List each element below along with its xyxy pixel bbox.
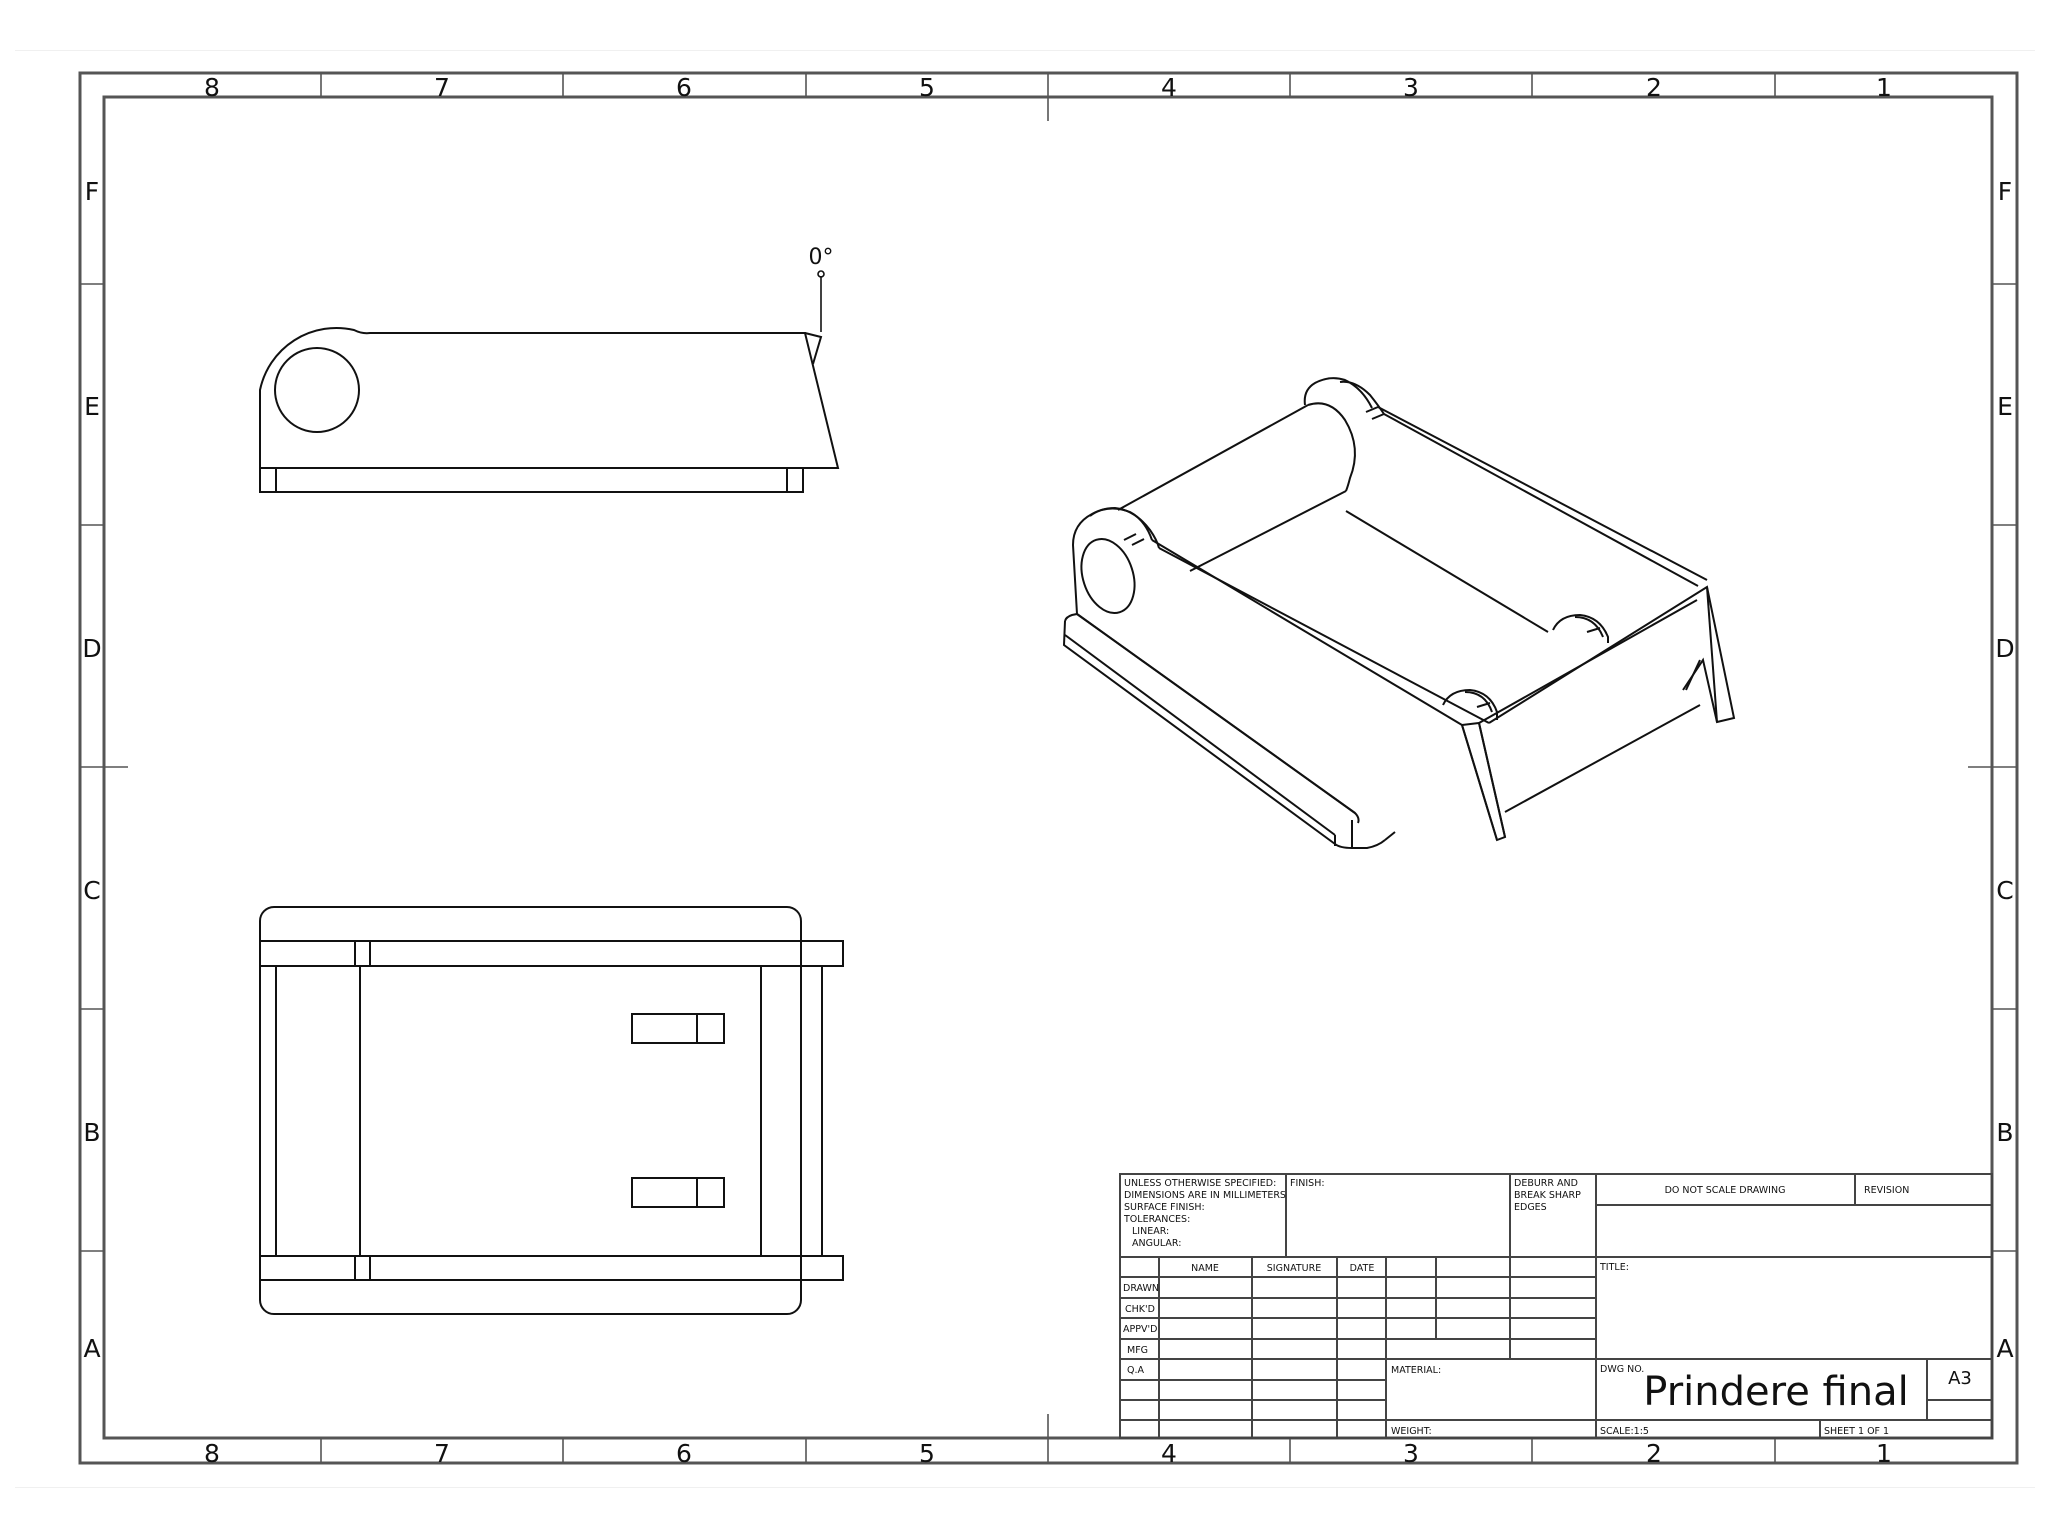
general-notes-line4: TOLERANCES: [1123, 1214, 1190, 1225]
zone-col-3: 3 [1403, 73, 1419, 102]
do-not-scale-label: DO NOT SCALE DRAWING [1665, 1185, 1786, 1196]
signoff-row-approved: APPV'D [1123, 1324, 1157, 1335]
dwg-no-value: Prindere final [1643, 1369, 1908, 1415]
signoff-row-checked: CHK'D [1125, 1304, 1155, 1315]
zone-row-d-right: D [1995, 634, 2014, 663]
zone-col-2: 2 [1646, 73, 1662, 102]
drawing-frame [78, 71, 2019, 1465]
zone-col-8-bottom: 8 [204, 1439, 220, 1468]
zone-col-1: 1 [1876, 73, 1892, 102]
angle-annotation: 0° [809, 245, 834, 270]
sheet-count: SHEET 1 OF 1 [1824, 1426, 1889, 1437]
zone-row-f: F [85, 177, 99, 206]
signoff-row-qa: Q.A [1127, 1365, 1144, 1376]
scale-label: SCALE:1:5 [1600, 1426, 1649, 1437]
zone-row-b: B [83, 1118, 100, 1147]
zone-row-c-right: C [1996, 876, 2013, 905]
material-label: MATERIAL: [1391, 1365, 1441, 1376]
zone-labels-right: F E D C B A [1995, 177, 2014, 1363]
zone-row-b-right: B [1996, 1118, 2013, 1147]
page-separator-top [15, 50, 2035, 51]
weight-label: WEIGHT: [1391, 1426, 1432, 1437]
top-view[interactable] [259, 906, 844, 1315]
zone-row-a-right: A [1996, 1334, 2013, 1363]
general-notes-line2: DIMENSIONS ARE IN MILLIMETERS [1124, 1190, 1286, 1201]
general-notes-line5: LINEAR: [1132, 1226, 1169, 1237]
signoff-header-signature: SIGNATURE [1267, 1263, 1321, 1274]
zone-col-5-bottom: 5 [919, 1439, 935, 1468]
deburr-line2: BREAK SHARP [1514, 1190, 1581, 1201]
signoff-row-mfg: MFG [1127, 1345, 1148, 1356]
zone-row-c: C [83, 876, 100, 905]
page-separator-bottom [15, 1487, 2035, 1488]
zone-col-6: 6 [676, 73, 692, 102]
signoff-row-drawn: DRAWN [1123, 1283, 1159, 1294]
zone-labels-left: F E D C B A [82, 177, 101, 1363]
revision-label: REVISION [1864, 1185, 1909, 1196]
general-notes-line3: SURFACE FINISH: [1124, 1202, 1205, 1213]
signoff-header-date: DATE [1350, 1263, 1375, 1274]
isometric-view[interactable] [1062, 377, 1736, 849]
zone-labels-top: 8 7 6 5 4 3 2 1 [204, 73, 1892, 102]
zone-row-f-right: F [1998, 177, 2012, 206]
side-view[interactable]: 0° [259, 245, 840, 493]
zone-row-e-right: E [1997, 392, 2013, 421]
deburr-line1: DEBURR AND [1514, 1178, 1578, 1189]
zone-col-1-bottom: 1 [1876, 1439, 1892, 1468]
zone-col-3-bottom: 3 [1403, 1439, 1419, 1468]
zone-row-a: A [83, 1334, 100, 1363]
zone-row-d: D [82, 634, 101, 663]
sheet-size: A3 [1948, 1368, 1972, 1389]
zone-row-e: E [84, 392, 100, 421]
finish-label: FINISH: [1290, 1178, 1325, 1189]
zone-col-5: 5 [919, 73, 935, 102]
title-block: UNLESS OTHERWISE SPECIFIED: DIMENSIONS A… [1119, 1173, 1993, 1439]
title-label: TITLE: [1599, 1262, 1629, 1273]
zone-col-2-bottom: 2 [1646, 1439, 1662, 1468]
zone-col-7-bottom: 7 [434, 1439, 450, 1468]
general-notes-line1: UNLESS OTHERWISE SPECIFIED: [1124, 1178, 1276, 1189]
zone-col-6-bottom: 6 [676, 1439, 692, 1468]
zone-col-4-bottom: 4 [1161, 1439, 1177, 1468]
signoff-header-name: NAME [1191, 1263, 1219, 1274]
zone-col-7: 7 [434, 73, 450, 102]
zone-col-4: 4 [1161, 73, 1177, 102]
deburr-line3: EDGES [1514, 1202, 1547, 1213]
zone-col-8: 8 [204, 73, 220, 102]
general-notes-line6: ANGULAR: [1132, 1238, 1181, 1249]
dwg-no-label: DWG NO. [1600, 1364, 1644, 1375]
zone-labels-bottom: 8 7 6 5 4 3 2 1 [204, 1439, 1892, 1468]
